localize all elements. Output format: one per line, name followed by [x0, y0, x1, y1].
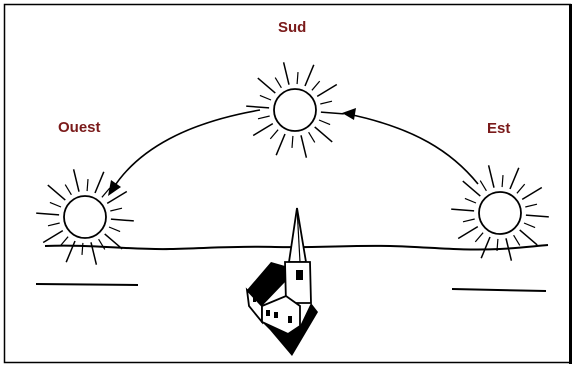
sun-ray — [66, 241, 75, 262]
sun-ray — [260, 95, 271, 100]
east-ground-line — [452, 289, 546, 291]
sun-ray — [317, 85, 337, 97]
sun-ray — [43, 231, 63, 243]
sun-ray — [270, 130, 278, 139]
diagram-border-right — [569, 4, 572, 364]
sun-ray — [524, 223, 535, 228]
label-west: Ouest — [58, 119, 101, 136]
sun-ray — [60, 237, 68, 246]
sun-ray — [74, 169, 79, 191]
church-tower — [285, 262, 311, 303]
sun-ray — [463, 219, 475, 222]
sun-ray — [451, 209, 474, 211]
sun-ray — [309, 132, 315, 142]
sun-ray — [48, 185, 66, 200]
arc-east-to-south-arrowhead — [342, 108, 356, 120]
sun-ray — [525, 204, 537, 207]
label-south: Sud — [278, 19, 306, 36]
sun-ray — [489, 165, 494, 187]
sun-ray — [292, 136, 293, 148]
sun-ray — [321, 112, 344, 114]
sun-ray — [258, 78, 276, 93]
sun-ray — [301, 135, 306, 157]
sun-ray — [258, 116, 270, 119]
church-illustration — [247, 208, 318, 356]
sun-ray — [297, 72, 298, 84]
sun-ray — [514, 235, 520, 245]
sun-ray — [276, 134, 285, 155]
sun-ray — [312, 81, 320, 90]
sun-ray — [320, 101, 332, 104]
sun-ray — [95, 172, 104, 193]
sun-ray — [48, 223, 60, 226]
label-east: Est — [487, 120, 510, 137]
sun-ray — [319, 120, 330, 125]
sun-ray — [502, 175, 503, 187]
sun-disc — [479, 192, 521, 234]
arc-south-to-west — [112, 110, 260, 190]
west-ground-line — [36, 284, 138, 285]
arc-east-to-south — [348, 114, 478, 184]
sun-ray — [275, 78, 281, 88]
sun-west — [36, 169, 134, 264]
sun-ray — [102, 188, 110, 197]
sun-ray — [284, 62, 289, 84]
sun-ray — [253, 124, 273, 136]
sun-ray — [87, 179, 88, 191]
sun-ray — [99, 239, 105, 249]
sun-ray — [517, 184, 525, 193]
sun-ray — [109, 227, 120, 232]
sun-south — [246, 62, 344, 157]
sun-ray — [520, 230, 538, 245]
sun-ray — [36, 213, 59, 215]
sun-ray — [510, 168, 519, 189]
sun-disc — [274, 89, 316, 131]
sun-ray — [315, 127, 333, 142]
sun-ray — [522, 188, 542, 200]
sun-ray — [481, 237, 490, 258]
sun-ray — [475, 233, 483, 242]
sun-ray — [480, 181, 486, 191]
sun-ray — [110, 208, 122, 211]
sun-ray — [65, 185, 71, 195]
sun-ray — [111, 219, 134, 221]
sun-ray — [82, 243, 83, 255]
sun-ray — [50, 202, 61, 207]
sun-ray — [458, 227, 478, 239]
sun-ray — [246, 106, 269, 108]
sun-ray — [305, 65, 314, 86]
arc-south-to-west-arrowhead — [108, 180, 121, 196]
sun-ray — [526, 215, 549, 217]
sun-ray — [465, 198, 476, 203]
sun-disc — [64, 196, 106, 238]
